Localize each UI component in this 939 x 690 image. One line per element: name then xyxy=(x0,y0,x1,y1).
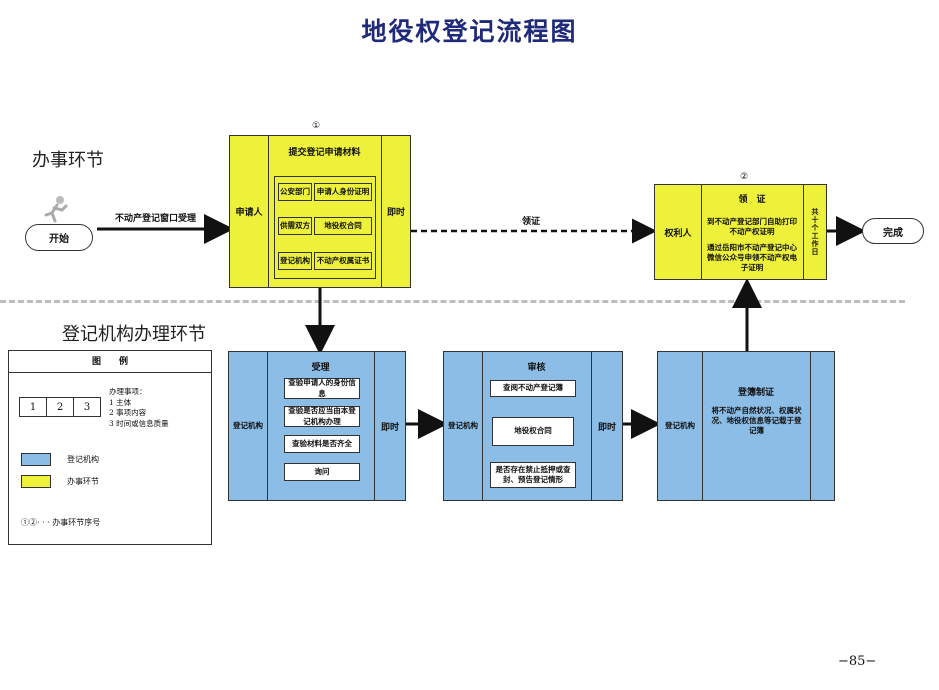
review-item-2: 地役权合同 xyxy=(492,417,574,446)
step1-row1-doc: 申请人身份证明 xyxy=(314,183,372,201)
step2-text1: 到不动产登记部门自助打印不动产权证明 xyxy=(707,217,797,237)
section-label-office: 办事环节 xyxy=(32,150,104,171)
start-node: 开始 xyxy=(25,224,93,251)
legend: 图 例 1 2 3 办理事项： 1 主体 2 事项内容 3 时间或信息质量 登记… xyxy=(8,350,212,545)
review-time: 即时 xyxy=(597,422,616,433)
accept-item-3: 查验材料是否齐全 xyxy=(284,435,360,453)
review-subject: 登记机构 xyxy=(448,420,478,430)
step2-marker: ② xyxy=(740,172,749,182)
page-number: −85− xyxy=(838,654,877,669)
section-divider xyxy=(0,300,905,303)
legend-cells: 1 2 3 xyxy=(19,397,101,417)
register-subject: 登记机构 xyxy=(665,420,695,430)
accept-item-1: 查验申请人的身份信息 xyxy=(284,378,360,399)
step1-box: 申请人 即时 提交登记申请材料 公安部门 申请人身份证明 供需双方 地役权合同 … xyxy=(229,135,411,288)
legend-blue-label: 登记机构 xyxy=(67,455,99,464)
step2-subject: 权利人 xyxy=(664,228,692,239)
legend-cell-2: 2 xyxy=(47,398,74,416)
runner-icon xyxy=(44,196,68,223)
legend-note-3: 3 时间或信息质量 xyxy=(109,418,169,428)
step2-heading: 领 证 xyxy=(738,195,766,205)
review-item-1: 查阅不动产登记簿 xyxy=(490,380,576,397)
legend-blue-swatch xyxy=(21,453,51,466)
section-label-agency: 登记机构办理环节 xyxy=(62,324,206,345)
accept-box: 登记机构 即时 受理 查验申请人的身份信息 查验是否应当由本登记机构办理 查验材… xyxy=(228,351,406,501)
step1-marker: ① xyxy=(312,121,321,131)
arrow-label-window: 不动产登记窗口受理 xyxy=(115,214,197,224)
review-box: 登记机构 即时 审核 查阅不动产登记簿 地役权合同 是否存在禁止抵押或查封、预告… xyxy=(443,351,623,501)
step1-time: 即时 xyxy=(386,208,405,218)
accept-item-4: 询问 xyxy=(284,463,360,481)
step1-row1-org: 公安部门 xyxy=(278,183,312,201)
accept-subject: 登记机构 xyxy=(233,420,263,430)
step1-subject: 申请人 xyxy=(235,208,263,218)
legend-seq-label: ①②· · · 办事环节序号 xyxy=(21,518,101,527)
legend-cell-1: 1 xyxy=(20,398,47,416)
step1-row3-org: 登记机构 xyxy=(278,252,312,270)
legend-cell-3: 3 xyxy=(83,401,91,413)
register-box: 登记机构 登簿制证 将不动产自然状况、权属状况、地役权信息等记载于登记簿 xyxy=(657,351,835,501)
legend-note-2: 2 事项内容 xyxy=(109,408,147,417)
legend-yellow-swatch xyxy=(21,475,51,488)
step2-time: 共十个工作日 xyxy=(811,208,819,256)
legend-title: 图 例 xyxy=(9,351,211,373)
step1-materials: 公安部门 申请人身份证明 供需双方 地役权合同 登记机构 不动产权属证书 xyxy=(274,176,376,279)
legend-notes: 办理事项： 1 主体 2 事项内容 3 时间或信息质量 xyxy=(109,387,169,429)
step1-heading: 提交登记申请材料 xyxy=(288,148,361,158)
step2-text2: 通过岳阳市不动产登记中心微信公众号申领不动产权电子证明 xyxy=(707,243,797,273)
step1-row2-doc: 地役权合同 xyxy=(314,217,372,235)
step1-row2-org: 供需双方 xyxy=(278,217,312,235)
register-heading: 登簿制证 xyxy=(737,388,774,398)
legend-note-1: 1 主体 xyxy=(109,397,132,407)
accept-time: 即时 xyxy=(380,422,399,433)
arrow-label-collect: 领证 xyxy=(522,217,541,227)
end-node: 完成 xyxy=(862,218,924,244)
legend-yellow-label: 办事环节 xyxy=(67,477,99,486)
legend-notes-title: 办理事项： xyxy=(109,387,147,396)
review-item-3: 是否存在禁止抵押或查封、预告登记情形 xyxy=(490,462,576,488)
register-text: 将不动产自然状况、权属状况、地役权信息等记载于登记簿 xyxy=(711,406,802,436)
step2-box: 权利人 领 证 到不动产登记部门自助打印不动产权证明 通过岳阳市不动产登记中心微… xyxy=(654,184,827,280)
review-heading: 审核 xyxy=(527,363,546,373)
accept-heading: 受理 xyxy=(311,363,330,373)
page-title: 地役权登记流程图 xyxy=(361,17,578,46)
step1-row3-doc: 不动产权属证书 xyxy=(314,252,372,270)
accept-item-2: 查验是否应当由本登记机构办理 xyxy=(284,406,360,427)
